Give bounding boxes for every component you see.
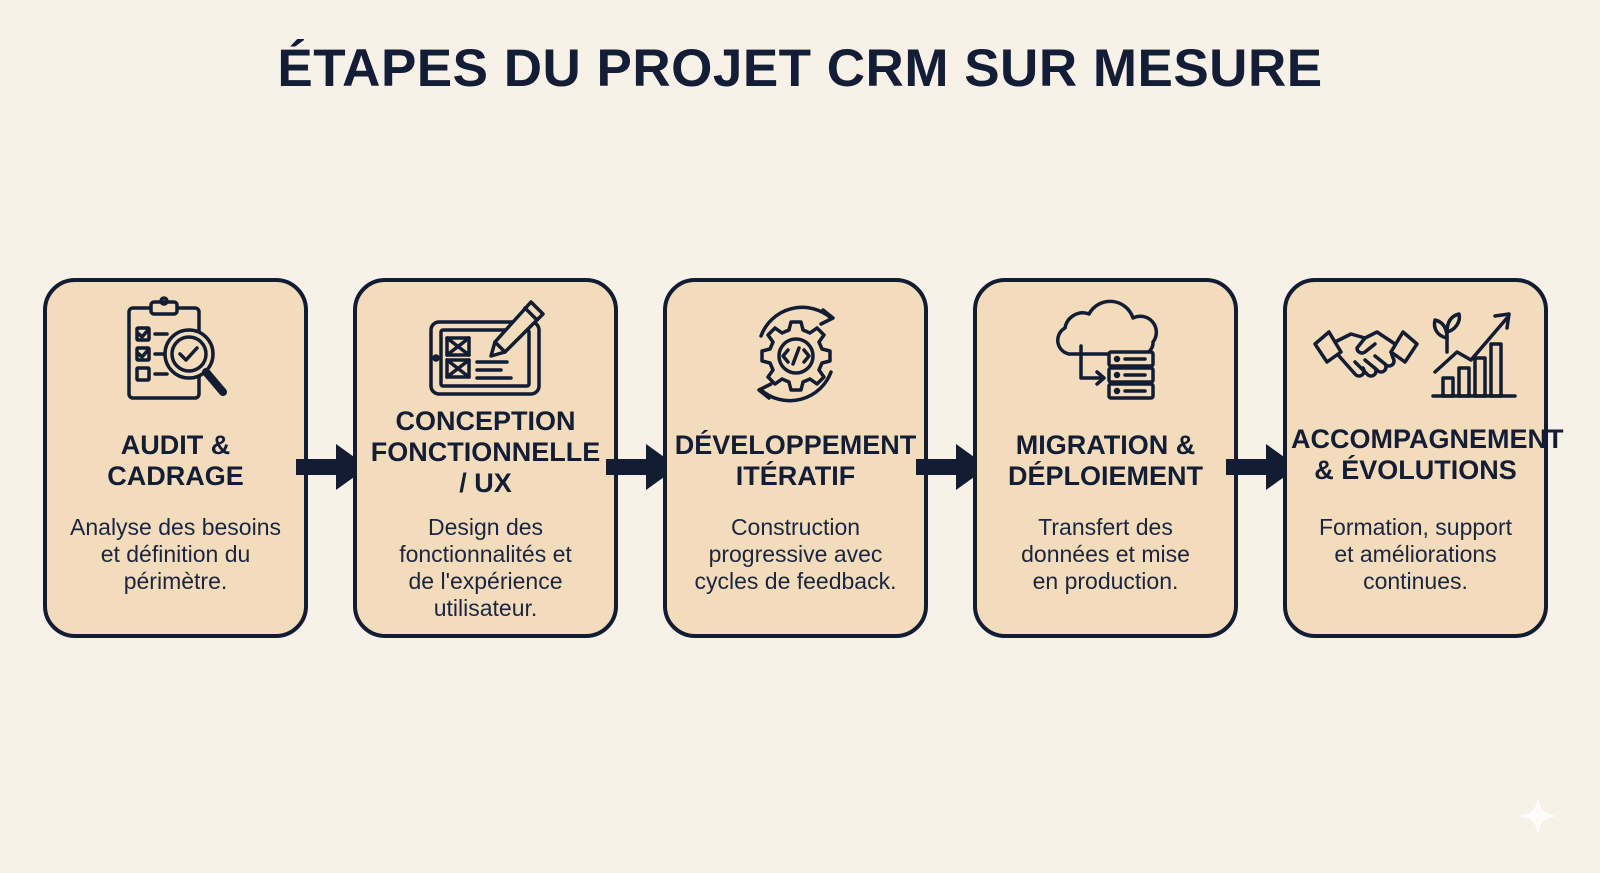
arrow-right-icon <box>296 442 370 492</box>
step-card-accompagnement: ACCOMPAGNEMENT & ÉVOLUTIONS Formation, s… <box>1283 278 1564 638</box>
arrow-right-icon <box>606 442 680 492</box>
step-description: Formation, support et améliorations cont… <box>1318 514 1513 594</box>
step-card-migration: MIGRATION & DÉPLOIEMENT Transfert des do… <box>973 278 1238 638</box>
handshake-growth-chart-icon <box>1287 296 1544 416</box>
step-description: Construction progressive avec cycles de … <box>694 514 897 594</box>
tablet-wireframe-pencil-icon <box>357 296 614 416</box>
clipboard-magnifier-icon <box>47 296 304 416</box>
step-description: Design des fonctionnalités et de l'expér… <box>399 514 572 621</box>
step-title: ACCOMPAGNEMENT & ÉVOLUTIONS <box>1291 424 1564 485</box>
sparkle-icon <box>1518 796 1558 836</box>
step-title: MIGRATION & DÉPLOIEMENT <box>1007 430 1203 491</box>
arrow-right-icon <box>1226 442 1300 492</box>
step-card-developpement: DÉVELOPPEMENT ITÉRATIF Construction prog… <box>663 278 928 638</box>
arrow-right-icon <box>916 442 990 492</box>
step-description: Transfert des données et mise en product… <box>1021 514 1190 594</box>
step-description: Analyse des besoins et définition du pér… <box>70 514 281 594</box>
gear-code-cycle-icon <box>667 296 924 416</box>
step-title: DÉVELOPPEMENT ITÉRATIF <box>674 430 917 491</box>
cloud-server-transfer-icon <box>977 296 1234 416</box>
step-title: AUDIT & CADRAGE <box>107 430 244 491</box>
step-card-audit: AUDIT & CADRAGE Analyse des besoins et d… <box>43 278 308 638</box>
step-card-conception: CONCEPTION FONCTIONNELLE / UX Design des… <box>353 278 618 638</box>
step-title: CONCEPTION FONCTIONNELLE / UX <box>370 406 601 498</box>
page-title: ÉTAPES DU PROJET CRM SUR MESURE <box>277 39 1323 98</box>
